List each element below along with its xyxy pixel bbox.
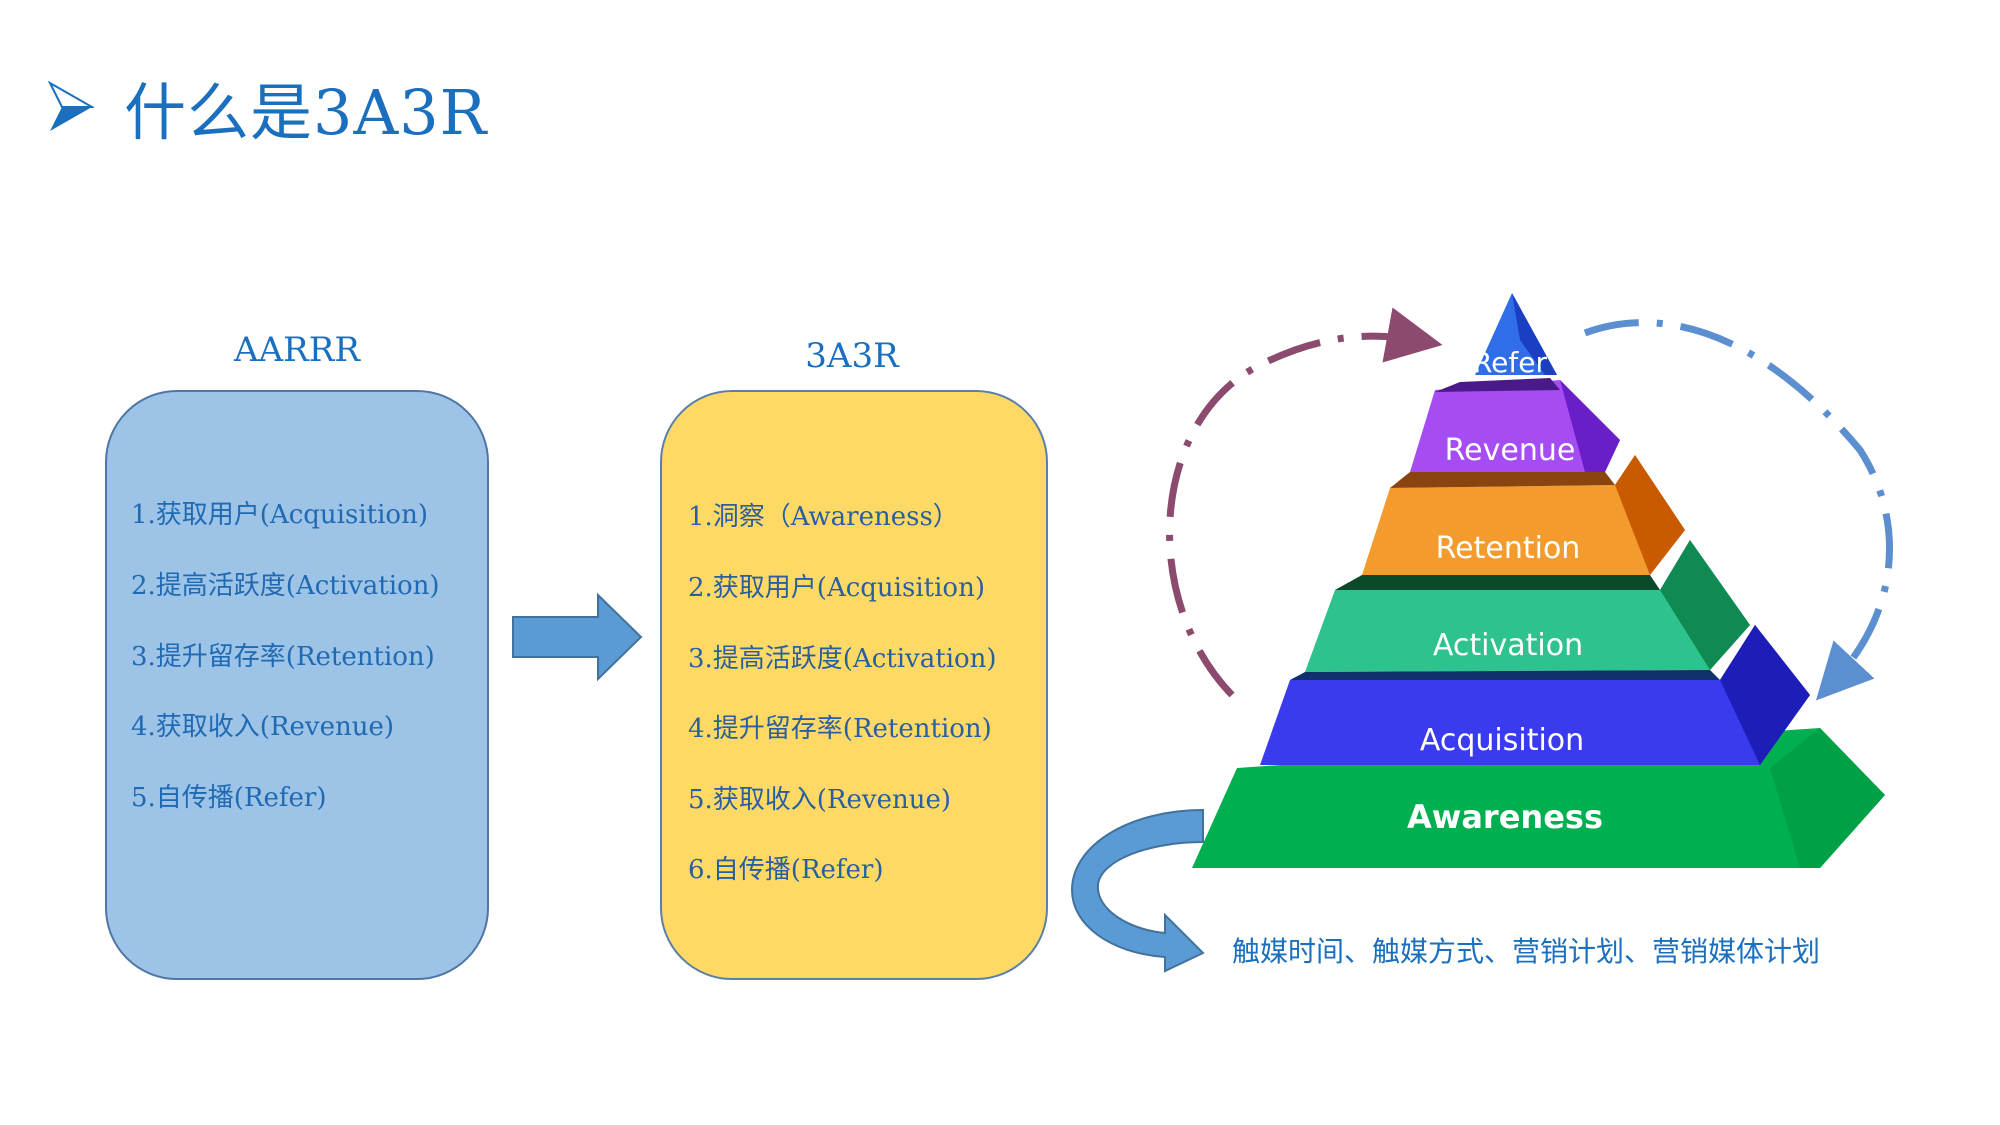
layer-label-revenue: Revenue bbox=[1445, 433, 1576, 468]
threea3r-item: 6.自传播(Refer) bbox=[688, 855, 884, 885]
threea3r-item: 4.提升留存率(Retention) bbox=[688, 714, 992, 744]
pyramid-layer-acquisition: Acquisition bbox=[1260, 625, 1810, 765]
layer-label-retention: Retention bbox=[1436, 531, 1581, 566]
threea3r-box: 1.洞察（Awareness） 2.获取用户(Acquisition) 3.提高… bbox=[660, 390, 1048, 980]
curved-arrow-icon bbox=[1070, 808, 1205, 973]
aarrr-item: 1.获取用户(Acquisition) bbox=[131, 500, 428, 530]
aarrr-box: 1.获取用户(Acquisition) 2.提高活跃度(Activation) … bbox=[105, 390, 489, 980]
aarrr-label: AARRR bbox=[234, 330, 360, 370]
aarrr-item: 2.提高活跃度(Activation) bbox=[131, 571, 440, 601]
page-title-row: 什么是3A3R bbox=[48, 62, 487, 152]
layer-label-awareness: Awareness bbox=[1407, 798, 1603, 836]
aarrr-item: 3.提升留存率(Retention) bbox=[131, 642, 435, 672]
layer-label-refer: Refer bbox=[1473, 346, 1548, 379]
aarrr-item: 4.获取收入(Revenue) bbox=[131, 712, 395, 742]
aarrr-item: 5.自传播(Refer) bbox=[131, 783, 327, 813]
page-title: 什么是3A3R bbox=[124, 76, 488, 149]
right-cycle-arrow bbox=[1583, 319, 1893, 701]
pyramid-layer-retention: Retention bbox=[1335, 455, 1685, 590]
pyramid-layer-revenue: Revenue bbox=[1390, 380, 1620, 488]
threea3r-item: 1.洞察（Awareness） bbox=[688, 502, 959, 532]
threea3r-item: 5.获取收入(Revenue) bbox=[688, 785, 952, 815]
threea3r-label: 3A3R bbox=[805, 336, 899, 376]
arrowhead-bullet-icon bbox=[48, 81, 94, 131]
pyramid-layer-refer: Refer bbox=[1435, 293, 1560, 392]
bottom-note: 触媒时间、触媒方式、营销计划、营销媒体计划 bbox=[1232, 935, 1821, 968]
pyramid-diagram: Awareness Acquisition Activation Retenti… bbox=[1166, 293, 1893, 868]
layer-label-acquisition: Acquisition bbox=[1420, 723, 1584, 758]
threea3r-item: 2.获取用户(Acquisition) bbox=[688, 573, 985, 603]
pyramid-layer-activation: Activation bbox=[1290, 540, 1750, 680]
right-arrow-icon bbox=[512, 592, 643, 682]
layer-label-activation: Activation bbox=[1433, 628, 1583, 663]
left-cycle-arrow bbox=[1166, 307, 1443, 698]
threea3r-item: 3.提高活跃度(Activation) bbox=[688, 644, 997, 674]
